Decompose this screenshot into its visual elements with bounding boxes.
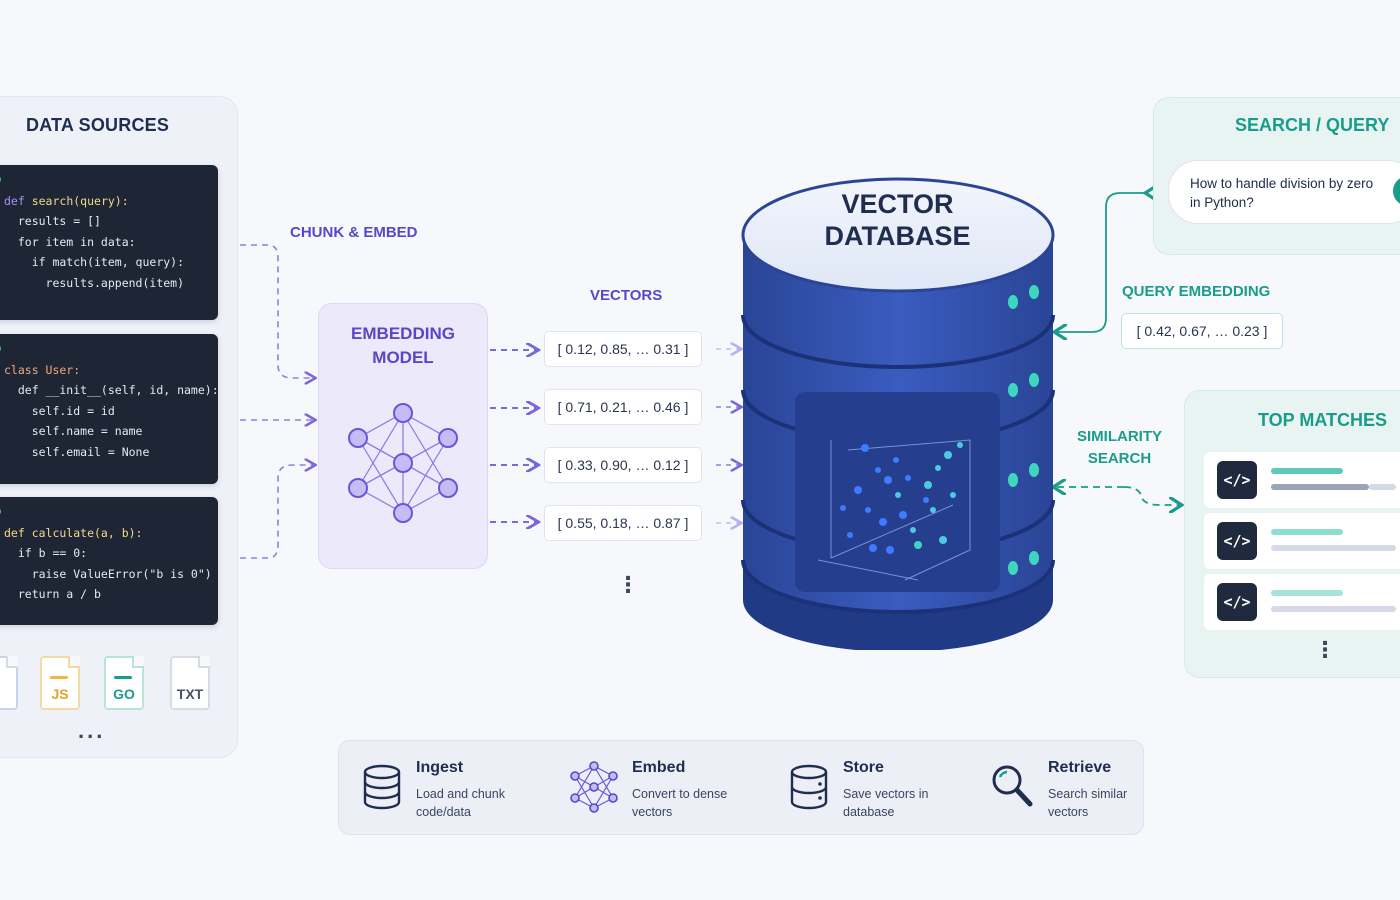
desc-line: Save vectors in [843, 787, 929, 801]
code-line: class User: [4, 363, 81, 377]
vector-database-line2: DATABASE [824, 221, 971, 251]
step-store-desc: Save vectors in database [843, 785, 943, 821]
desc-line: Search similar [1048, 787, 1128, 801]
similarity-search-label: SIMILARITY SEARCH [1062, 426, 1177, 470]
step-embed-title: Embed [632, 759, 686, 776]
code-line: for item in data: [4, 234, 136, 249]
match-bar [1271, 529, 1343, 535]
desc-line: vectors [632, 805, 673, 819]
similarity-line1: SIMILARITY [1077, 428, 1162, 445]
embedding-model-title: EMBEDDING MODEL [318, 322, 488, 370]
code-line: def calculate(a, b): [4, 526, 143, 540]
desc-line: vectors [1048, 805, 1089, 819]
js-file-icon: JS [40, 656, 80, 710]
data-sources-title: DATA SOURCES [26, 115, 170, 135]
code-line: self.name = name [4, 424, 143, 439]
query-embedding-label: QUERY EMBEDDING [1122, 283, 1271, 300]
vector-database-line1: VECTOR [841, 189, 954, 219]
step-ingest-title: Ingest [416, 759, 464, 776]
match-bar [1271, 606, 1396, 612]
match-result[interactable]: </> [1204, 452, 1400, 508]
top-matches-title: TOP MATCHES [1258, 410, 1388, 430]
code-icon: </> [1217, 522, 1257, 560]
code-line: self.email = None [4, 444, 150, 459]
more-sources-ellipsis: ... [78, 718, 106, 743]
embedding-model-line1: EMBEDDING [351, 324, 455, 343]
chunk-embed-label: CHUNK & EMBED [290, 224, 418, 241]
vectors-label: VECTORS [590, 287, 663, 304]
code-line: if match(item, query): [4, 255, 185, 270]
database-stack-icon [363, 764, 401, 810]
more-matches-ellipsis: ⋮ [1314, 637, 1336, 662]
match-bar [1271, 468, 1343, 474]
vector-item: [ 0.55, 0.18, … 0.87 ] [544, 505, 702, 541]
code-line: if b == 0: [4, 546, 88, 561]
query-input[interactable]: How to handle division by zero in Python… [1168, 160, 1400, 224]
desc-line: code/data [416, 805, 471, 819]
match-bar [1271, 545, 1396, 551]
python-file-icon [0, 656, 18, 710]
txt-file-icon: TXT [170, 656, 210, 710]
code-line: raise ValueError("b is 0") [4, 566, 212, 581]
vector-database-cylinder [741, 177, 1055, 650]
magnifier-icon [992, 765, 1033, 807]
match-result[interactable]: </> [1204, 513, 1400, 569]
window-dot-icon [0, 345, 1, 352]
pipeline-bar [338, 740, 1144, 835]
code-line: search(query): [31, 194, 129, 208]
match-bar [1369, 484, 1396, 490]
desc-line: database [843, 805, 895, 819]
query-text-line1: How to handle division by zero [1190, 176, 1374, 191]
query-submit-button[interactable] [1393, 176, 1400, 206]
code-line: results = [] [4, 214, 101, 229]
search-query-title: SEARCH / QUERY [1235, 115, 1390, 135]
step-store-title: Store [843, 759, 884, 776]
neural-network-icon [570, 761, 618, 813]
file-type-label: GO [113, 686, 135, 702]
window-dot-icon [0, 508, 1, 515]
vector-database-title: VECTOR DATABASE [790, 188, 1005, 252]
more-vectors-ellipsis: ⋮ [617, 572, 639, 597]
file-type-label: TXT [176, 686, 204, 702]
match-bar [1271, 484, 1369, 490]
match-result[interactable]: </> [1204, 574, 1400, 630]
database-icon [790, 764, 828, 810]
file-type-label: JS [51, 686, 69, 702]
step-embed-desc: Convert to dense vectors [632, 785, 732, 821]
code-line: results.append(item) [4, 275, 185, 290]
match-bar [1271, 590, 1343, 596]
code-line: return a / b [4, 587, 101, 602]
code-line: self.id = id [4, 403, 115, 418]
desc-line: Convert to dense [632, 787, 728, 801]
go-file-icon: GO [104, 656, 144, 710]
query-embedding-value: [ 0.42, 0.67, … 0.23 ] [1121, 313, 1283, 349]
embedding-model-line2: MODEL [372, 348, 434, 367]
step-ingest-desc: Load and chunk code/data [416, 785, 516, 821]
window-dot-icon [0, 176, 1, 183]
vector-item: [ 0.71, 0.21, … 0.46 ] [544, 389, 702, 425]
step-retrieve-desc: Search similar vectors [1048, 785, 1148, 821]
step-retrieve-title: Retrieve [1048, 759, 1112, 776]
code-snippet-user-class: class User: def __init__(self, id, name)… [0, 334, 219, 484]
vector-item: [ 0.12, 0.85, … 0.31 ] [544, 331, 702, 367]
code-icon: </> [1217, 583, 1257, 621]
code-line: def __init__(self, id, name): [4, 383, 219, 398]
query-text-line2: in Python? [1190, 195, 1254, 210]
code-snippet-calculate: def calculate(a, b): if b == 0: raise Va… [0, 497, 218, 625]
neural-network-icon [348, 403, 458, 523]
similarity-line2: SEARCH [1087, 450, 1152, 467]
code-icon: </> [1217, 461, 1257, 499]
code-snippet-search: def search(query): results = [] for item… [0, 165, 218, 320]
desc-line: Load and chunk [416, 787, 505, 801]
vector-item: [ 0.33, 0.90, … 0.12 ] [544, 447, 702, 483]
